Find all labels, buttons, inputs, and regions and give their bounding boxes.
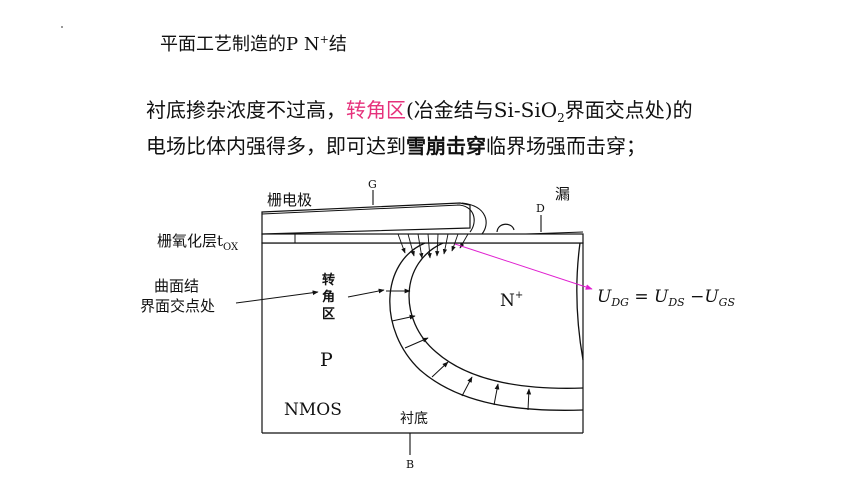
voltage-equation: UDG = UDS −UGS: [597, 287, 735, 309]
gate-electrode-label: 栅电极: [267, 191, 312, 209]
corner-label-2: 角: [322, 289, 335, 305]
avalanche-breakdown-term: 雪崩击穿: [406, 134, 486, 158]
n-region-label: N+: [500, 290, 523, 311]
junction-leader: [235, 290, 319, 304]
corner-region-highlight: 转角区: [346, 98, 406, 122]
drain-terminal-label: D: [536, 202, 545, 215]
oxide-label: 栅氧化层tOX: [157, 232, 239, 253]
gate-electrode: [261, 202, 471, 235]
slide-title: 平面工艺制造的P N+结: [160, 33, 347, 55]
drain-contact: [496, 223, 515, 233]
p-region-label: P: [320, 349, 333, 371]
junction-label-2: 界面交点处: [140, 297, 215, 315]
junction-label-1: 曲面结: [154, 277, 199, 295]
device-label: NMOS: [284, 400, 342, 420]
voltage-pointer: [454, 243, 593, 290]
n-plus-region: [389, 242, 584, 411]
corner-field-lines: [397, 233, 469, 259]
corner-label-3: 区: [322, 307, 335, 322]
paragraph-line-1: 衬底掺杂浓度不过高，转角区(冶金结与Si-SiO2界面交点处)的: [146, 98, 693, 125]
substrate-label: 衬底: [400, 411, 428, 427]
corner-label-1: 转: [322, 272, 335, 288]
drain-label: 漏: [555, 185, 570, 203]
paragraph-line-2: 电场比体内强得多，即可达到雪崩击穿临界场强而击穿；: [146, 134, 646, 158]
corner-leader: [347, 288, 385, 298]
body-terminal-label: B: [406, 458, 414, 471]
speck: [61, 26, 63, 28]
gate-terminal-label: G: [368, 178, 377, 191]
junction-field-arrows: [386, 288, 532, 411]
gate-oxide-layer: [261, 233, 584, 244]
